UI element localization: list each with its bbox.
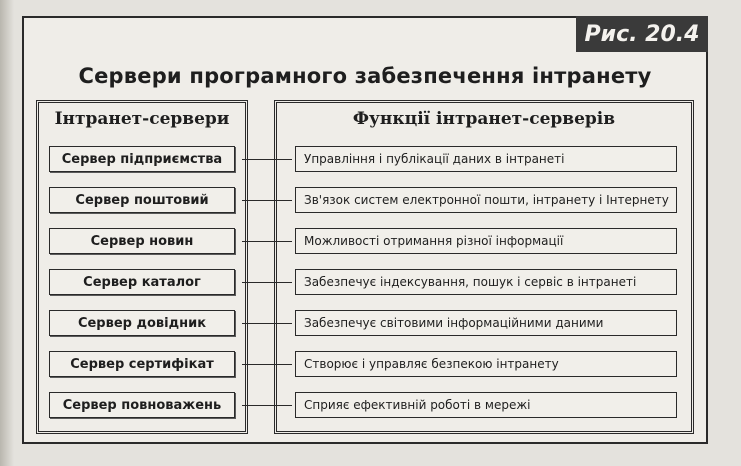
servers-panel: Інтранет-сервери Сервер підприємства Сер… <box>36 100 248 434</box>
functions-panel-header: Функції інтранет-серверів <box>352 109 616 129</box>
server-news: Сервер новин <box>49 228 235 254</box>
diagram-title: Сервери програмного забезпечення інтране… <box>78 64 652 88</box>
figure-frame: Рис. 20.4 Сервери програмного забезпечен… <box>22 16 708 444</box>
page-edge-shadow <box>0 0 14 466</box>
connector-line <box>242 282 292 283</box>
function-directory: Забезпечує світовими інформаційними дани… <box>295 310 677 336</box>
server-mail: Сервер поштовий <box>49 187 235 213</box>
function-catalog: Забезпечує індексування, пошук і сервіс … <box>295 269 677 295</box>
server-catalog: Сервер каталог <box>49 269 235 295</box>
connector-line <box>242 159 292 160</box>
functions-panel: Функції інтранет-серверів Управління і п… <box>274 100 694 434</box>
function-enterprise: Управління і публікації даних в інтранет… <box>295 146 677 172</box>
function-news: Можливості отримання різної інформації <box>295 228 677 254</box>
function-authority: Сприяє ефективній роботі в мережі <box>295 392 677 418</box>
figure-number-label: Рис. 20.4 <box>576 16 708 52</box>
connector-line <box>242 200 292 201</box>
server-directory: Сервер довідник <box>49 310 235 336</box>
connector-line <box>242 364 292 365</box>
servers-panel-header: Інтранет-сервери <box>54 109 230 129</box>
server-authority: Сервер повноважень <box>49 392 235 418</box>
function-certificate: Створює і управляє безпекою інтранету <box>295 351 677 377</box>
server-enterprise: Сервер підприємства <box>49 146 235 172</box>
connector-line <box>242 241 292 242</box>
connector-line <box>242 405 292 406</box>
server-certificate: Сервер сертифікат <box>49 351 235 377</box>
connector-line <box>242 323 292 324</box>
function-mail: Зв'язок систем електронної пошти, інтран… <box>295 187 677 213</box>
